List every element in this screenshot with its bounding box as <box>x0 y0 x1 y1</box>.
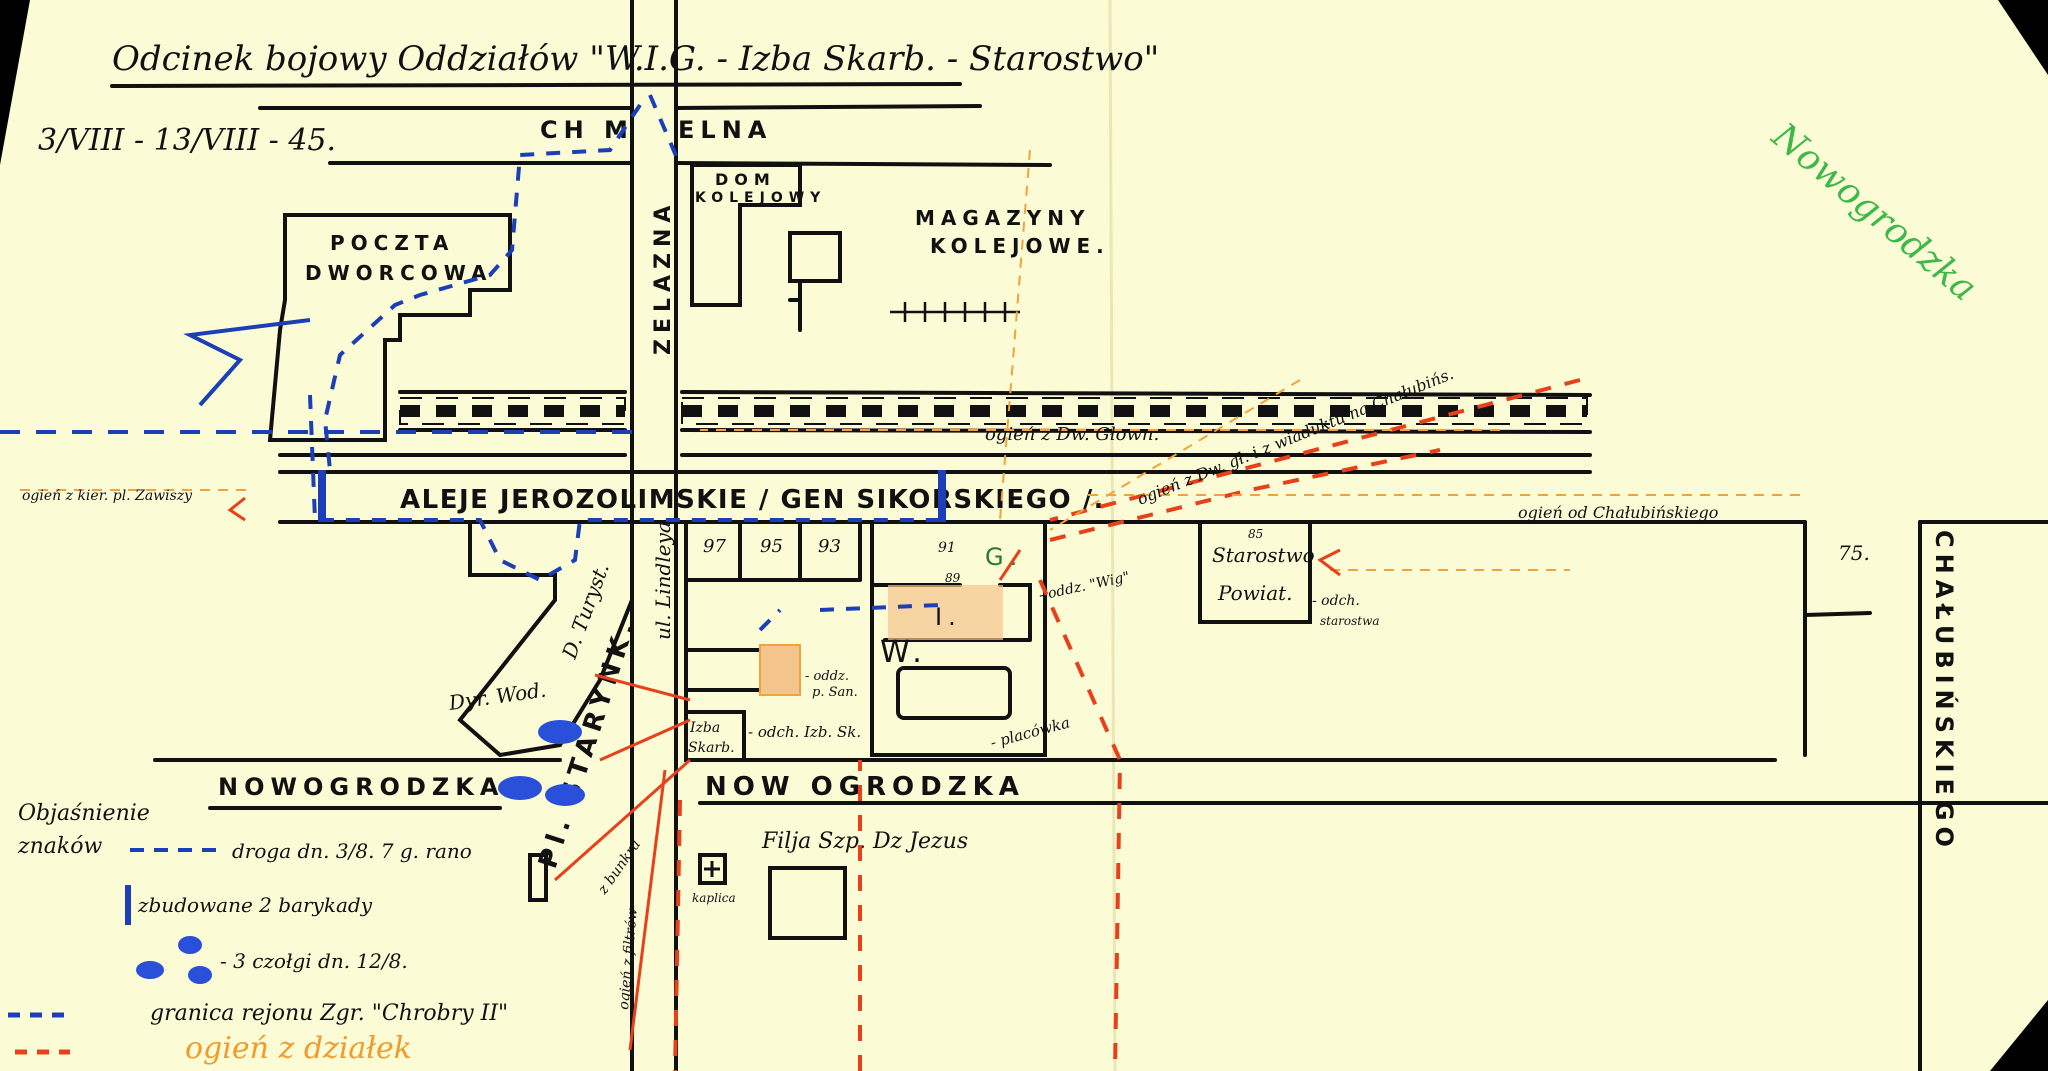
blue-arrow <box>183 318 311 407</box>
label-kolejowe: KOLEJOWE. <box>930 234 1110 258</box>
legend-tank-label: - 3 czołgi dn. 12/8. <box>220 949 408 973</box>
label-odch-starostwa-2: starostwa <box>1320 614 1380 628</box>
label-dworcowa: DWORCOWA <box>305 261 492 285</box>
small-building <box>788 231 842 283</box>
label-ogien-dw-glown: ogień z Dw. Głown. <box>985 424 1159 445</box>
label-dom: DOM <box>715 170 776 189</box>
chmielna-north-edge-right <box>674 104 982 110</box>
label-oddz-san-1: - oddz. <box>805 669 849 684</box>
label-powiat: Powiat. <box>1217 581 1293 605</box>
street-chmielna-left: CH M <box>540 116 634 144</box>
legend-title-2: znaków <box>17 834 102 859</box>
legend-tank-swatch <box>136 961 164 979</box>
house-93: 93 <box>818 536 841 557</box>
legend-title-1: Objaśnienie <box>18 801 150 826</box>
wig-building-south <box>896 666 1012 720</box>
rail-siding <box>890 302 1020 322</box>
paper-fold <box>1108 0 1117 1071</box>
label-ogien-chalubinskiego: ogień od Chałubińskiego <box>1518 503 1718 522</box>
fire-line <box>673 378 1581 1071</box>
block-west <box>457 520 634 758</box>
legend: Objaśnienie znaków droga dn. 3/8. 7 g. r… <box>8 801 508 1066</box>
house-89: 89 <box>945 571 961 585</box>
legend-fire-label: ogień z działek <box>185 1031 412 1066</box>
house-95: 95 <box>760 536 783 557</box>
poczta-dworcowa-building <box>267 213 512 442</box>
wall-line <box>788 279 802 332</box>
label-lindleya: ul. Lindleya <box>651 521 675 640</box>
fire-line-orange <box>20 149 1800 571</box>
legend-barricade-label: zbudowane 2 barykady <box>137 893 373 917</box>
label-odch-starostwa-1: - odch. <box>1312 593 1360 609</box>
street-zelazna: ZELAZNA <box>651 200 676 355</box>
label-skarb: Skarb. <box>688 740 735 756</box>
label-ogien-zawiszy: ogień z kier. pl. Zawiszy <box>22 488 193 504</box>
oddz-san-position <box>759 644 801 696</box>
legend-tank-swatch <box>188 966 212 984</box>
block-75 <box>1803 520 1872 757</box>
filja-building <box>768 866 847 940</box>
legend-tank-swatch <box>178 936 202 954</box>
tank-mark <box>538 720 582 744</box>
label-starostwo: Starostwo <box>1212 543 1315 567</box>
label-oddz-san-2: p. San. <box>812 685 858 700</box>
house-97: 97 <box>703 536 726 557</box>
legend-route-label: droga dn. 3/8. 7 g. rano <box>232 839 472 863</box>
legend-boundary-label: granica rejonu Zgr. "Chrobry II" <box>150 1001 508 1026</box>
house-75: 75. <box>1838 541 1870 565</box>
label-i: I. <box>935 603 962 631</box>
house-91: 91 <box>938 540 956 556</box>
dom-kolejowy-building <box>690 163 802 307</box>
wig-i-building <box>888 585 1003 640</box>
tank-mark <box>545 784 585 806</box>
house-85: 85 <box>1248 527 1263 541</box>
street-aleje: ALEJE JEROZOLIMSKIE / GEN SIKORSKIEGO /. <box>400 485 1105 515</box>
label-magazyny: MAGAZYNY <box>915 206 1090 230</box>
label-g: G. <box>985 543 1023 571</box>
starostwo-building <box>1198 520 1312 624</box>
title-underline <box>110 82 962 88</box>
street-nowogrodzka-right: NOW OGRODZKA <box>705 772 1025 802</box>
cross-icon <box>704 861 720 877</box>
map-title: Odcinek bojowy Oddziałów "W.I.G. - Izba … <box>112 39 1159 79</box>
label-w: W. <box>880 635 928 670</box>
label-filja: Filja Szp. Dz Jezus <box>761 829 968 854</box>
street-nowogrodzka-left: NOWOGRODZKA <box>218 773 504 801</box>
bunker <box>528 853 548 902</box>
barricade <box>938 470 946 522</box>
label-kaplica: kaplica <box>692 891 736 905</box>
street-chmielna-right: ELNA <box>678 116 772 144</box>
route-blue <box>308 94 941 632</box>
street-chalubinskiego: CHAŁUBIŃSKIEGO <box>1930 530 1959 853</box>
label-odch-izb: - odch. Izb. Sk. <box>748 723 861 741</box>
fire-arrows <box>227 496 1341 1051</box>
label-izba: Izba <box>689 720 720 736</box>
kaplica-building <box>698 853 727 885</box>
label-kolejowy: KOLEJOWY <box>695 190 826 206</box>
legend-barricade-swatch <box>125 885 131 925</box>
map-date: 3/VIII - 13/VIII - 45. <box>38 123 336 158</box>
tank-mark <box>498 776 542 800</box>
barricade <box>318 470 326 522</box>
label-poczta: POCZTA <box>330 231 454 255</box>
